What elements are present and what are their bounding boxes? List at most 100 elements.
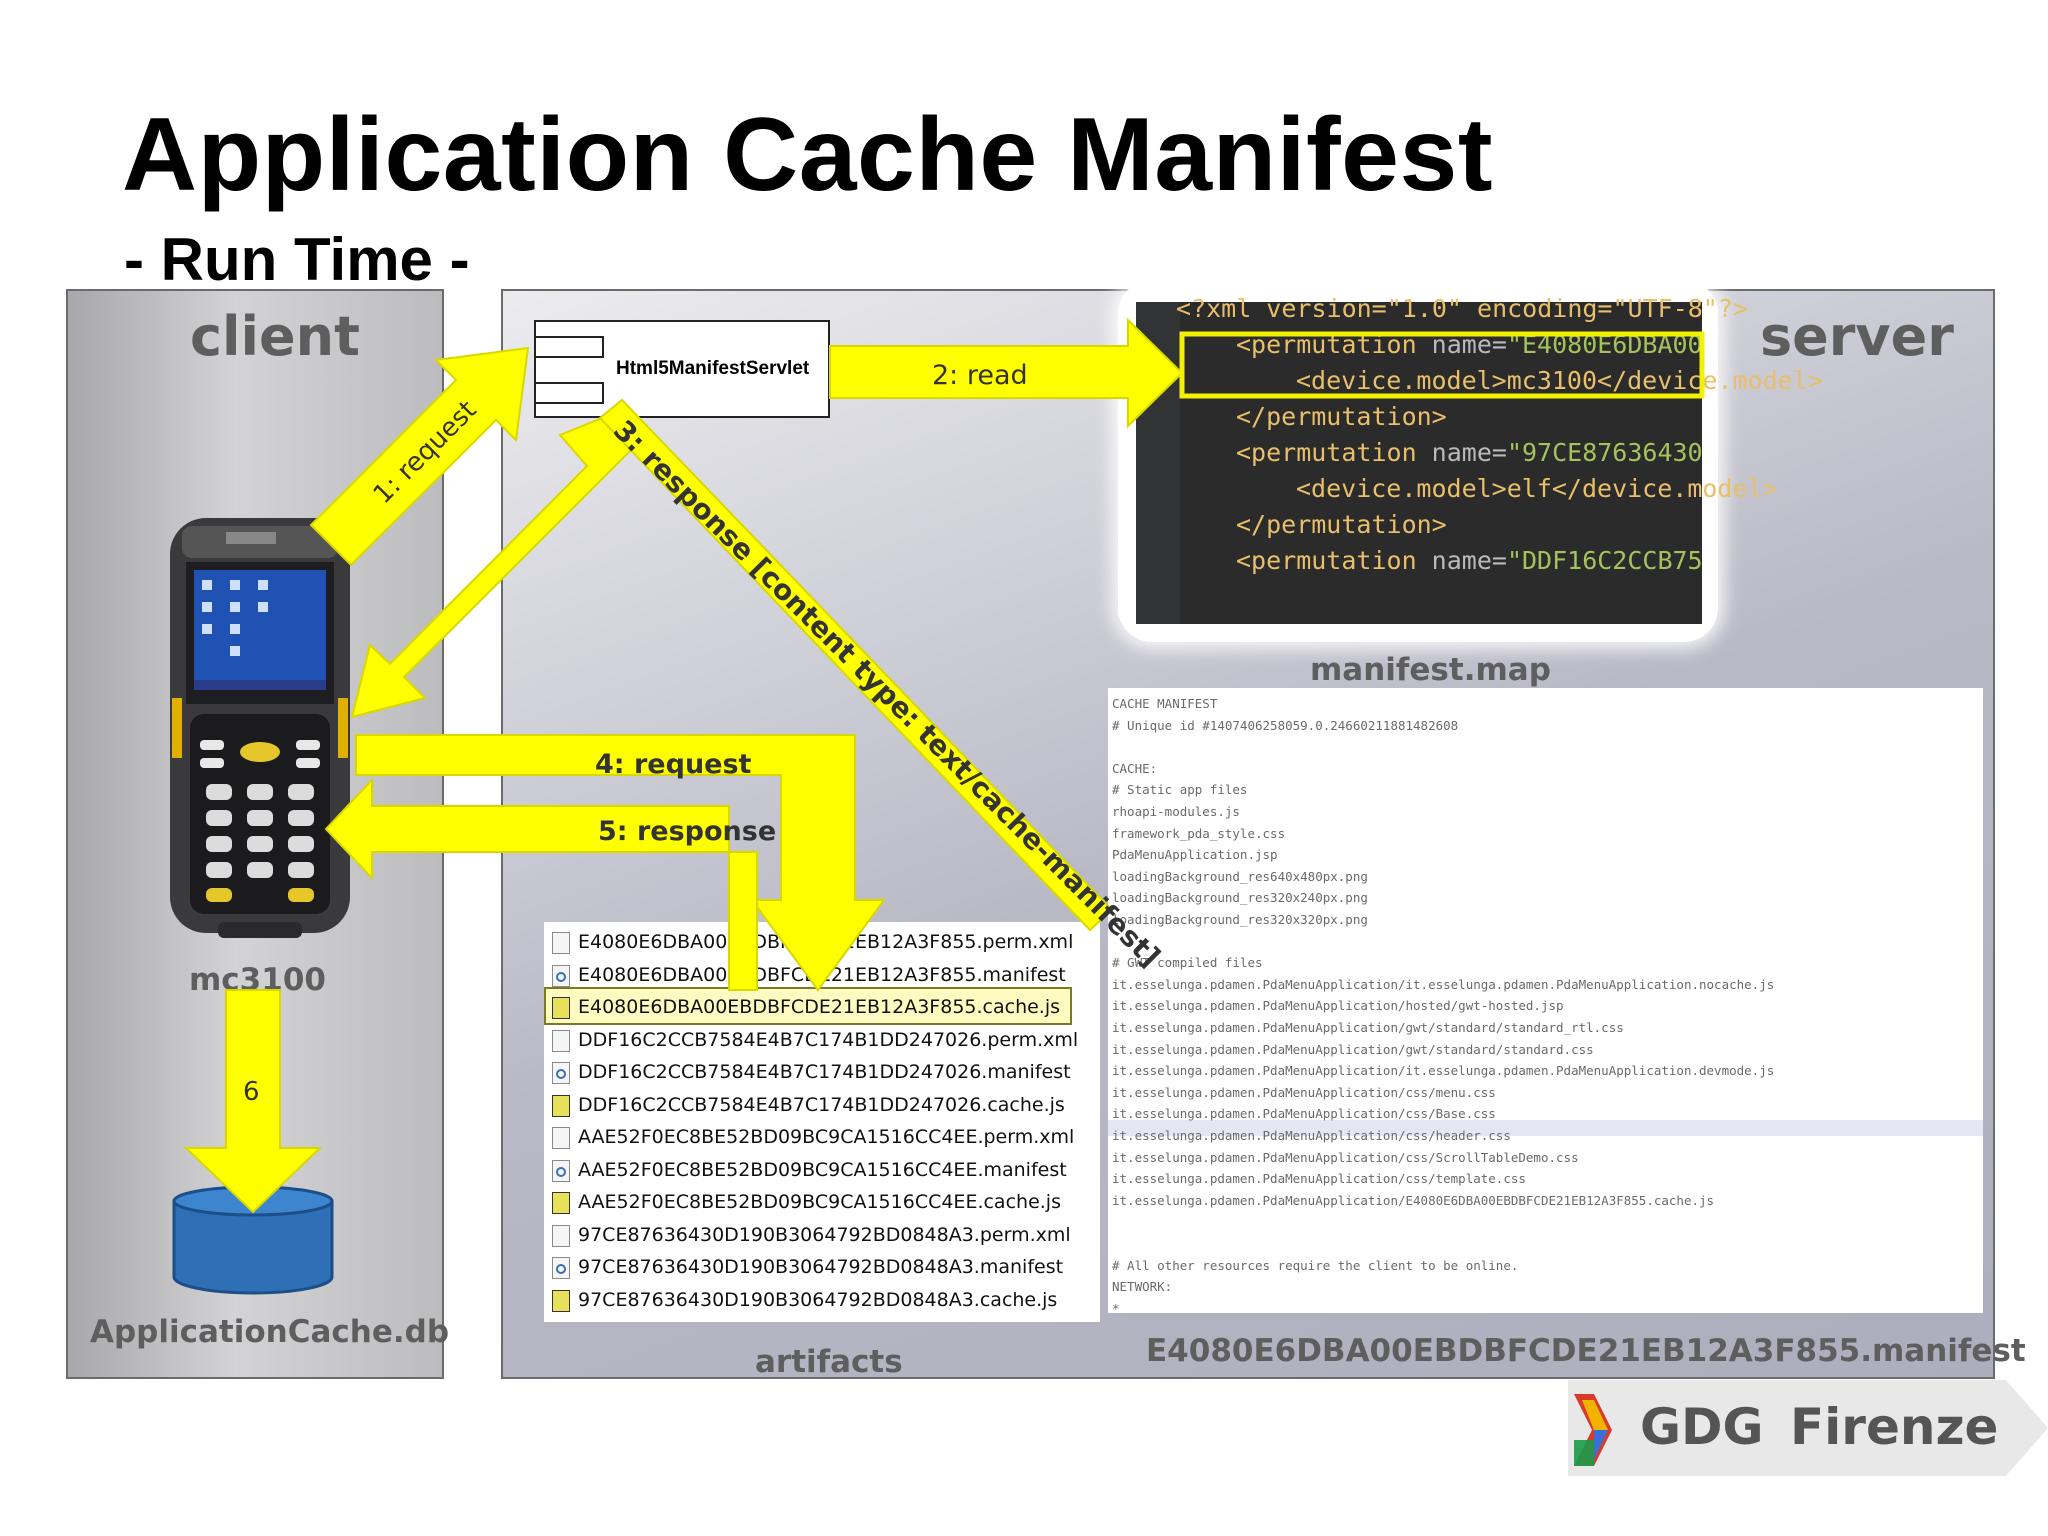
- slide-subtitle: - Run Time -: [124, 226, 470, 293]
- artifact-name: 97CE87636430D190B3064792BD0848A3.perm.xm…: [578, 1223, 1071, 1246]
- artifact-name: 97CE87636430D190B3064792BD0848A3.cache.j…: [578, 1288, 1058, 1311]
- code-line: <permutation name="DDF16C2CCB75: [1236, 546, 1703, 575]
- artifact-row[interactable]: AAE52F0EC8BE52BD09BC9CA1516CC4EE.cache.j…: [552, 1188, 1092, 1218]
- artifact-row[interactable]: 97CE87636430D190B3064792BD0848A3.perm.xm…: [552, 1221, 1092, 1251]
- manifest-line: CACHE:: [1112, 760, 1158, 776]
- gdg-firenze-logo: GDG Firenze: [1568, 1380, 2048, 1476]
- arrow-1-request: 1: request: [309, 346, 530, 567]
- code-tag: <permutation: [1236, 546, 1417, 575]
- manifest-map-code: <?xml version="1.0" encoding="UTF-8"?> <p…: [1136, 294, 1823, 624]
- logo-gdg-text: GDG: [1640, 1398, 1764, 1456]
- xml-file-icon: [552, 1029, 570, 1052]
- artifact-row[interactable]: 97CE87636430D190B3064792BD0848A3.manifes…: [552, 1253, 1092, 1283]
- manifest-line: it.esselunga.pdamen.PdaMenuApplication/g…: [1112, 1041, 1594, 1057]
- manifest-highlight-line: [1108, 1120, 1983, 1136]
- code-tag: <device.model>elf</device.model>: [1296, 474, 1778, 503]
- artifact-row[interactable]: DDF16C2CCB7584E4B7C174B1DD247026.manifes…: [552, 1058, 1092, 1088]
- slide-title: Application Cache Manifest: [122, 97, 1493, 213]
- mc3100-device-illustration: [170, 518, 350, 938]
- artifacts-file-list: E4080E6DBA00EBDBFCDE21EB12A3F855.perm.xm…: [544, 922, 1100, 1322]
- xml-file-icon: [552, 932, 570, 954]
- logo-city-text: Firenze: [1790, 1398, 1998, 1456]
- manifest-line: # Static app files: [1112, 782, 1248, 798]
- client-label: client: [190, 305, 360, 368]
- manifest-file-icon: [552, 1062, 570, 1084]
- code-value: "DDF16C2CCB75: [1506, 546, 1703, 575]
- manifest-file-view: CACHE MANIFEST # Unique id #1407406258059…: [1108, 688, 1983, 1316]
- artifact-row[interactable]: DDF16C2CCB7584E4B7C174B1DD247026.perm.xm…: [552, 1026, 1092, 1056]
- arrow-5-response: 5: response: [324, 777, 776, 991]
- servlet-component: Html5ManifestServlet: [534, 320, 830, 418]
- code-line: </permutation>: [1236, 510, 1447, 539]
- artifact-row[interactable]: E4080E6DBA00EBDBFCDE21EB12A3F855.cache.j…: [552, 993, 1092, 1023]
- code-value: "97CE87636430: [1506, 438, 1703, 467]
- manifest-line: it.esselunga.pdamen.PdaMenuApplication/c…: [1112, 1128, 1511, 1143]
- artifact-row[interactable]: DDF16C2CCB7584E4B7C174B1DD247026.cache.j…: [552, 1091, 1092, 1121]
- arrow-3-label: 3: response [content type: text/cache-ma…: [607, 414, 1167, 974]
- manifest-line: framework_pda_style.css: [1112, 825, 1286, 841]
- servlet-name: Html5ManifestServlet: [616, 358, 810, 379]
- arrow-3-response: 3: response [content type: text/cache-ma…: [350, 398, 1167, 974]
- manifest-line: it.esselunga.pdamen.PdaMenuApplication/i…: [1112, 1063, 1775, 1079]
- manifest-line: loadingBackground_res640x480px.png: [1112, 868, 1368, 884]
- artifact-name: AAE52F0EC8BE52BD09BC9CA1516CC4EE.cache.j…: [578, 1191, 1061, 1213]
- server-label: server: [1760, 305, 1954, 368]
- manifest-line: # Unique id #1407406258059.0.24660211881…: [1112, 717, 1459, 733]
- code-attr: name=: [1416, 438, 1507, 467]
- manifest-file-caption: E4080E6DBA00EBDBFCDE21EB12A3F855.manifes…: [1146, 1333, 2026, 1369]
- code-tag: <permutation: [1236, 438, 1417, 467]
- component-tab-bottom: [534, 382, 604, 404]
- artifact-row[interactable]: AAE52F0EC8BE52BD09BC9CA1516CC4EE.perm.xm…: [552, 1123, 1092, 1153]
- manifest-file-icon: [552, 1159, 570, 1182]
- artifact-name: AAE52F0EC8BE52BD09BC9CA1516CC4EE.perm.xm…: [578, 1126, 1075, 1148]
- manifest-line: it.esselunga.pdamen.PdaMenuApplication/E…: [1112, 1192, 1715, 1208]
- manifest-line: CACHE MANIFEST: [1112, 696, 1218, 711]
- code-line: <device.model>mc3100</device.model>: [1296, 366, 1823, 395]
- component-tab-top: [534, 336, 604, 358]
- manifest-line: it.esselunga.pdamen.PdaMenuApplication/i…: [1112, 976, 1775, 992]
- manifest-line: rhoapi-modules.js: [1112, 804, 1240, 819]
- manifest-file-icon: [552, 1257, 570, 1279]
- code-tag: </permutation>: [1236, 402, 1447, 431]
- manifest-line: *: [1112, 1300, 1120, 1316]
- artifact-name: E4080E6DBA00EBDBFCDE21EB12A3F855.cache.j…: [578, 996, 1061, 1018]
- manifest-line: NETWORK:: [1112, 1279, 1173, 1295]
- code-line: </permutation>: [1236, 402, 1447, 431]
- artifacts-caption: artifacts: [755, 1344, 903, 1380]
- manifest-line: it.esselunga.pdamen.PdaMenuApplication/h…: [1112, 998, 1564, 1014]
- script-file-icon: [552, 1289, 570, 1312]
- code-tag: <device.model>mc3100</device.model>: [1296, 366, 1823, 395]
- manifest-line: it.esselunga.pdamen.PdaMenuApplication/c…: [1112, 1084, 1496, 1100]
- permutation-highlight-box: [1179, 331, 1705, 399]
- artifact-selected-highlight: [544, 987, 1072, 1025]
- manifest-line: it.esselunga.pdamen.PdaMenuApplication/c…: [1112, 1171, 1526, 1187]
- xml-file-icon: [552, 1127, 570, 1149]
- arrow-4-label: 4: request: [595, 749, 752, 780]
- artifact-name: DDF16C2CCB7584E4B7C174B1DD247026.manifes…: [578, 1061, 1071, 1083]
- manifest-line: loadingBackground_res320x240px.png: [1112, 890, 1368, 906]
- code-line: <device.model>elf</device.model>: [1296, 474, 1778, 503]
- artifact-row[interactable]: 97CE87636430D190B3064792BD0848A3.cache.j…: [552, 1286, 1092, 1316]
- artifact-row[interactable]: AAE52F0EC8BE52BD09BC9CA1516CC4EE.manifes…: [552, 1156, 1092, 1186]
- db-caption: ApplicationCache.db: [90, 1314, 450, 1350]
- code-line: <permutation name="97CE87636430: [1236, 438, 1703, 467]
- code-line: <?xml version="1.0" encoding="UTF-8"?>: [1176, 294, 1748, 323]
- arrow-5-label: 5: response: [598, 816, 776, 847]
- artifact-name: 97CE87636430D190B3064792BD0848A3.manifes…: [578, 1256, 1064, 1278]
- manifest-file-icon: [552, 964, 570, 987]
- code-tag: <?xml version="1.0" encoding="UTF-8"?>: [1176, 294, 1748, 323]
- script-file-icon: [552, 997, 570, 1019]
- arrow-4-request: 4: request: [355, 734, 886, 992]
- manifest-line: it.esselunga.pdamen.PdaMenuApplication/c…: [1112, 1106, 1496, 1122]
- manifest-line: it.esselunga.pdamen.PdaMenuApplication/c…: [1112, 1149, 1579, 1165]
- arrow-2-label: 2: read: [932, 360, 1028, 391]
- code-tag: </permutation>: [1236, 510, 1447, 539]
- artifact-name: DDF16C2CCB7584E4B7C174B1DD247026.cache.j…: [578, 1093, 1065, 1116]
- manifest-line: # GWT compiled files: [1112, 955, 1263, 971]
- manifest-line: loadingBackground_res320x320px.png: [1112, 912, 1368, 927]
- xml-file-icon: [552, 1224, 570, 1247]
- artifact-name: DDF16C2CCB7584E4B7C174B1DD247026.perm.xm…: [578, 1028, 1079, 1051]
- manifest-line: it.esselunga.pdamen.PdaMenuApplication/g…: [1112, 1020, 1624, 1035]
- script-file-icon: [552, 1094, 570, 1117]
- code-attr: name=: [1416, 546, 1507, 575]
